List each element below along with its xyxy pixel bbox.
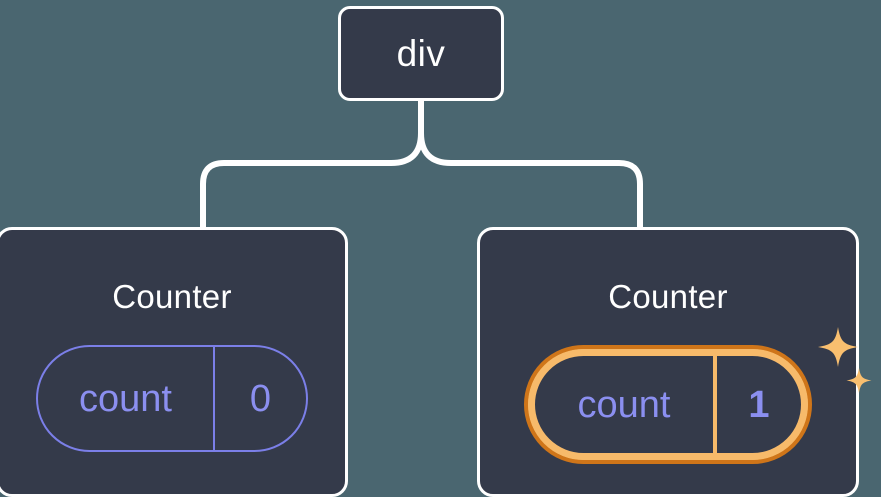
state-pill-highlighted[interactable]: count 1 [524, 345, 812, 464]
state-pill-wrapper: count 1 [524, 327, 872, 464]
connector-to-right-child [418, 132, 643, 227]
node-counter-left[interactable]: Counter count 0 [0, 227, 348, 497]
state-key: count [535, 356, 717, 453]
node-root-label: div [396, 33, 446, 74]
state-pill[interactable]: count 0 [36, 345, 308, 452]
state-pill-inner: count 1 [528, 349, 808, 460]
sparkle-group [818, 327, 872, 393]
sparkle-small-icon [846, 368, 872, 393]
connector-to-left-child [200, 132, 424, 227]
state-value: 0 [249, 377, 272, 420]
node-root-div[interactable]: div [338, 6, 504, 101]
state-value: 1 [748, 383, 770, 426]
sparkle-large-icon [818, 327, 858, 367]
node-counter-right[interactable]: Counter count 1 [477, 227, 872, 497]
state-key: count [38, 347, 215, 450]
state-pill-wrapper: count 0 [36, 345, 308, 452]
node-title: Counter [112, 278, 232, 315]
node-title: Counter [608, 278, 728, 315]
